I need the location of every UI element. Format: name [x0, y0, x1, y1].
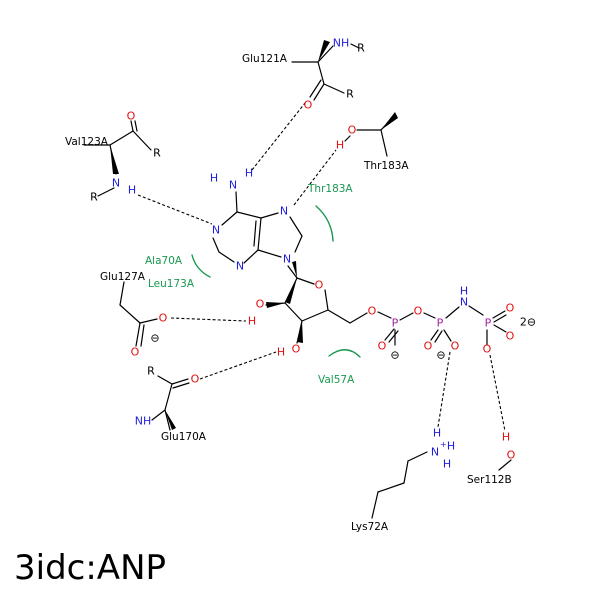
atom-thr183-h: H [336, 139, 344, 152]
hydrophobic-arc-thr183 [315, 205, 334, 242]
atom-n3b: N [460, 296, 468, 309]
atom-val123-n: N [112, 177, 120, 190]
atom-n7: N [280, 205, 288, 218]
atom-o3: O [292, 343, 301, 356]
wedge-glu121 [318, 40, 330, 62]
stereo-wedges [110, 40, 398, 430]
atom-h6b: H [245, 167, 253, 180]
atom-val123-r2: R [90, 191, 98, 204]
hydrophobic-arc-ala70 [191, 254, 211, 278]
atom-o3g: O [506, 330, 515, 343]
atom-glu121-o: O [304, 99, 313, 112]
label-thr183: Thr183A [363, 160, 409, 172]
charge-o2b: ⊖ [436, 349, 445, 362]
ligand-atoms: N N N N N H H O O H O H O P O P N H P O … [210, 167, 536, 362]
atom-thr183-o: O [348, 124, 357, 137]
wedge-sugar-c2 [285, 278, 297, 304]
wedge-sugar-c1 [292, 261, 297, 278]
atom-o2b: O [451, 340, 460, 353]
atom-ser112-h: H [502, 431, 510, 444]
atom-lys72-h3: H [443, 458, 451, 471]
label-glu170: Glu170A [161, 431, 207, 443]
atom-o1b: O [424, 340, 433, 353]
label-glu121: Glu121A [242, 53, 288, 65]
atom-h6a: H [210, 172, 218, 185]
charge-glu127: ⊖ [150, 332, 159, 345]
atom-pg: P [485, 317, 492, 330]
atom-o1g: O [506, 302, 515, 315]
label-val123: Val123A [65, 136, 109, 148]
atom-pa: P [392, 317, 399, 330]
residue-labels: Glu121A Val123A Thr183A Thr183A Ala70A L… [65, 53, 512, 533]
atom-lys72-h2: H [447, 440, 455, 453]
atom-n9: N [283, 253, 291, 266]
wedge-val123 [110, 145, 119, 174]
atom-glu127-o1: O [159, 312, 168, 325]
atom-o2: O [256, 298, 265, 311]
atom-lys72-n: N [431, 446, 439, 459]
atom-val123-o: O [127, 110, 136, 123]
label-leu173: Leu173A [148, 278, 195, 290]
charge-o2a: ⊖ [390, 349, 399, 362]
charge-lys72: + [440, 440, 447, 449]
atom-glu121-r1: R [357, 42, 365, 55]
atom-n3: N [236, 260, 244, 273]
atom-glu127-o2: O [131, 346, 140, 359]
atom-h-o3: H [277, 346, 285, 359]
atom-n6: N [229, 179, 237, 192]
label-glu127: Glu127A [100, 271, 146, 283]
atom-h-o2: H [248, 315, 256, 328]
hydrophobic-contacts [191, 205, 361, 358]
wedge-sugar-o2 [266, 302, 285, 308]
label-ala70: Ala70A [145, 255, 183, 267]
diagram-title: 3idc:ANP [14, 548, 167, 588]
wedge-thr183 [381, 112, 398, 130]
label-thr183-hydrophobic: Thr183A [307, 183, 353, 195]
residue-atoms: NH R R O O R N H R O H O O ⊖ R O NH N + … [90, 37, 515, 471]
atom-h-n3b: H [460, 285, 468, 298]
atom-glu121-nh: NH [333, 37, 350, 50]
atom-o1a: O [378, 340, 387, 353]
atom-n1: N [212, 224, 220, 237]
hydrophobic-arc-val57 [328, 349, 361, 358]
wedge-sugar-c3 [297, 321, 303, 343]
atom-glu170-o: O [191, 373, 200, 386]
residue-bonds [83, 43, 512, 519]
atom-o3a: O [414, 305, 423, 318]
atom-o4: O [315, 279, 324, 292]
label-lys72: Lys72A [351, 521, 389, 533]
charge-gamma: 2⊖ [520, 316, 536, 329]
atom-glu170-nh: NH [135, 415, 152, 428]
ligand-bonds [212, 191, 507, 346]
atom-val123-r1: R [153, 147, 161, 160]
atom-o2g: O [483, 343, 492, 356]
label-ser112: Ser112B [467, 474, 512, 486]
atom-lys72-h1: H [433, 427, 441, 440]
wedge-glu170 [165, 410, 176, 430]
atom-glu121-r2: R [346, 88, 354, 101]
hydrogen-bonds [137, 102, 506, 432]
atom-ser112-o: O [507, 449, 516, 462]
atom-o5: O [368, 305, 377, 318]
atom-glu170-r: R [147, 365, 155, 378]
atom-val123-h: H [128, 184, 136, 197]
atom-pb: P [437, 317, 444, 330]
label-val57: Val57A [318, 374, 355, 386]
